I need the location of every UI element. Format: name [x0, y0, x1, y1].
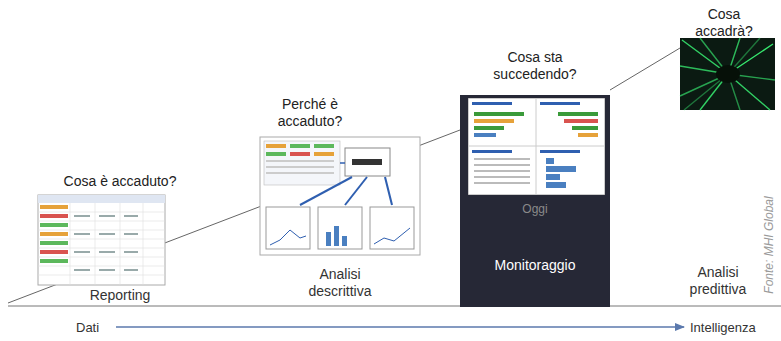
trend-line — [8, 130, 460, 303]
axis-end: Intelligenza — [690, 319, 756, 336]
matrix-image — [680, 38, 775, 110]
progress-arrow — [116, 326, 684, 328]
stage-name: Analisi predittiva — [678, 264, 758, 298]
stage-name: Analisi descrittiva — [293, 266, 388, 300]
monitor-screenshot — [468, 98, 605, 195]
stage-name: Reporting — [70, 287, 170, 304]
stage-question: Cosa accadrà? — [688, 6, 760, 40]
today-label: Oggi — [460, 202, 610, 217]
monitoring-box: Cosa sta succedendo?OggiMonitoraggio — [460, 95, 610, 307]
source-note: Fonte: MHI Global — [762, 196, 776, 293]
trend-line — [610, 48, 680, 90]
stage-name: Monitoraggio — [460, 257, 610, 274]
axis-start: Dati — [76, 319, 99, 336]
analysis-screenshot — [260, 137, 420, 255]
baseline — [8, 306, 781, 307]
stage-question: Perché è accaduto? — [263, 96, 358, 130]
stage-question: Cosa è accaduto? — [50, 173, 190, 190]
report-screenshot — [38, 195, 165, 285]
stage-question: Cosa sta succedendo? — [485, 49, 585, 83]
